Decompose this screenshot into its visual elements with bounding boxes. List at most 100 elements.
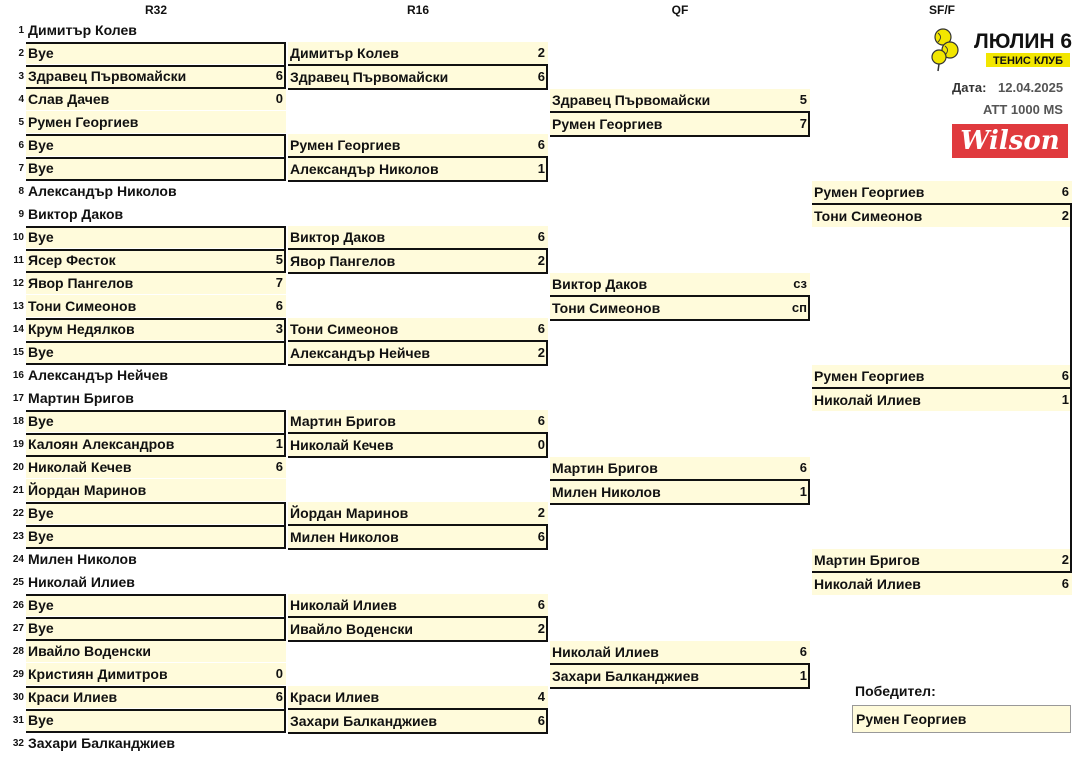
player-slot: Bye bbox=[26, 525, 286, 547]
player-name: Николай Кечев bbox=[290, 437, 394, 453]
bracket-line bbox=[26, 65, 286, 67]
player-score: 6 bbox=[537, 69, 545, 84]
seed-number: 18 bbox=[12, 416, 24, 427]
seed-number: 32 bbox=[12, 738, 24, 749]
player-name: Александър Нейчев bbox=[290, 345, 430, 361]
player-name: Краси Илиев bbox=[290, 689, 380, 705]
club-name: ЛЮЛИН 6 bbox=[974, 30, 1072, 53]
bracket-line bbox=[288, 708, 548, 710]
player-name: Крум Недялков bbox=[28, 321, 135, 337]
seed-number: 10 bbox=[12, 232, 24, 243]
player-score: 0 bbox=[275, 666, 283, 681]
bracket-line bbox=[288, 340, 548, 342]
bracket-line bbox=[26, 42, 286, 44]
player-slot: Милен Николов bbox=[26, 548, 286, 570]
player-name: Здравец Първомайски bbox=[552, 92, 711, 108]
player-score: 7 bbox=[799, 116, 807, 131]
player-score: 2 bbox=[537, 45, 545, 60]
player-score: 1 bbox=[1061, 392, 1069, 407]
player-score: 6 bbox=[537, 137, 545, 152]
player-name: Ивайло Воденски bbox=[290, 621, 414, 637]
bracket-line bbox=[26, 525, 286, 527]
player-name: Здравец Първомайски bbox=[28, 68, 187, 84]
player-slot: Здравец Първомайски 6 bbox=[288, 66, 548, 88]
bracket-line bbox=[26, 410, 286, 412]
seed-number: 29 bbox=[12, 669, 24, 680]
player-score: 2 bbox=[537, 253, 545, 268]
player-name: Николай Кечев bbox=[28, 459, 132, 475]
player-slot: Виктор Даков bbox=[26, 203, 286, 225]
player-name: Ивайло Воденски bbox=[28, 643, 152, 659]
bracket-line bbox=[26, 455, 286, 457]
player-name: Bye bbox=[28, 528, 54, 544]
seed-number: 25 bbox=[12, 577, 24, 588]
bracket-line bbox=[26, 226, 286, 228]
player-name: Тони Симеонов bbox=[552, 300, 661, 316]
seed-number: 15 bbox=[12, 347, 24, 358]
player-score: сп bbox=[791, 300, 807, 315]
bracket-line bbox=[26, 271, 286, 273]
seed-number: 8 bbox=[18, 186, 24, 197]
player-name: Румен Георгиев bbox=[552, 116, 663, 132]
seed-number: 19 bbox=[12, 439, 24, 450]
player-name: Захари Балканджиев bbox=[552, 668, 699, 684]
player-name: Bye bbox=[28, 229, 54, 245]
bracket-line bbox=[550, 687, 810, 689]
player-score: 6 bbox=[799, 644, 807, 659]
bracket-line bbox=[288, 616, 548, 618]
bracket-line bbox=[546, 708, 548, 732]
player-score: 6 bbox=[1061, 368, 1069, 383]
bracket-line bbox=[26, 87, 286, 89]
round-header-r16: R16 bbox=[406, 3, 429, 17]
player-name: Bye bbox=[28, 712, 54, 728]
player-name: Йордан Маринов bbox=[28, 482, 147, 498]
player-name: Тони Симеонов bbox=[28, 298, 137, 314]
seed-number: 27 bbox=[12, 623, 24, 634]
player-score: 1 bbox=[275, 436, 283, 451]
player-score: 1 bbox=[799, 668, 807, 683]
bracket-line bbox=[550, 111, 810, 113]
bracket-line bbox=[26, 318, 286, 320]
bracket-line bbox=[26, 686, 286, 688]
bracket-line bbox=[546, 64, 548, 88]
player-name: Йордан Маринов bbox=[290, 505, 409, 521]
bracket-line bbox=[26, 617, 286, 619]
bracket-line bbox=[26, 547, 286, 549]
seed-number: 1 bbox=[18, 25, 24, 36]
player-name: Александър Нейчев bbox=[28, 367, 168, 383]
player-score: 6 bbox=[537, 321, 545, 336]
seed-number: 13 bbox=[12, 301, 24, 312]
seed-number: 28 bbox=[12, 646, 24, 657]
bracket-line bbox=[288, 548, 548, 550]
player-score: 6 bbox=[1061, 576, 1069, 591]
bracket-line bbox=[546, 156, 548, 180]
bracket-line bbox=[288, 364, 548, 366]
player-name: Ясер Фесток bbox=[28, 252, 116, 268]
player-name: Слав Дачев bbox=[28, 91, 110, 107]
player-name: Мартин Бригов bbox=[290, 413, 396, 429]
player-score: 6 bbox=[537, 713, 545, 728]
seed-number: 23 bbox=[12, 531, 24, 542]
player-slot: Мартин Бригов bbox=[26, 387, 286, 409]
player-slot: Bye bbox=[26, 134, 286, 156]
bracket-line bbox=[812, 571, 1072, 573]
player-name: Здравец Първомайски bbox=[290, 69, 449, 85]
player-score: 6 bbox=[537, 229, 545, 244]
player-slot: Bye bbox=[26, 502, 286, 524]
seed-number: 7 bbox=[18, 163, 24, 174]
